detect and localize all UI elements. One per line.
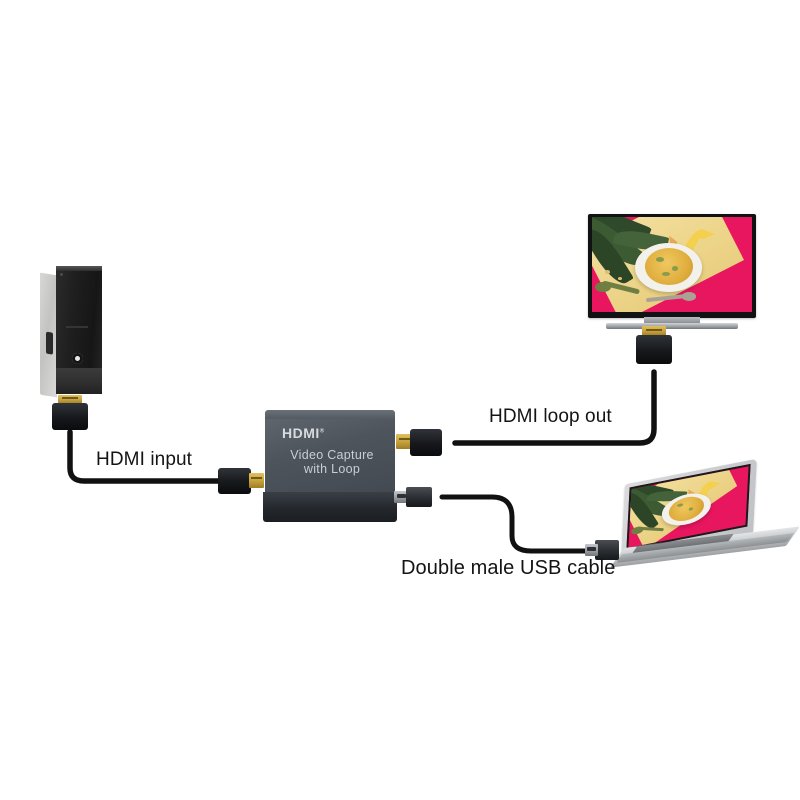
hdmi-plug-shell xyxy=(410,429,442,456)
hdmi-contact-slot xyxy=(646,329,662,331)
pc-front-lower-bay xyxy=(56,368,102,394)
hdmi-gold-contact xyxy=(58,395,82,404)
hdmi-plug-shell xyxy=(52,403,88,430)
hdmi-gold-contact xyxy=(396,434,412,449)
hdmi-plug-device-loopout[interactable] xyxy=(396,428,446,458)
device-front-face xyxy=(263,492,397,522)
label-hdmi-loop-out: HDMI loop out xyxy=(489,406,612,427)
hdmi-plug-shell xyxy=(218,468,251,494)
device-title: Video Capture with Loop xyxy=(278,448,386,476)
pc-tower xyxy=(40,264,102,398)
usb-contact-slot xyxy=(397,494,406,498)
hdmi-plug-pc[interactable] xyxy=(52,395,88,435)
pc-side-vent xyxy=(46,331,53,355)
hdmi-contact-slot xyxy=(251,477,262,479)
hdmi-registered-mark: ® xyxy=(319,428,325,435)
pc-side-panel xyxy=(40,272,57,398)
hdmi-contact-slot xyxy=(62,397,78,399)
hdmi-gold-contact xyxy=(642,326,666,336)
usb-plug-shell xyxy=(595,540,619,560)
usb-plug-laptop[interactable] xyxy=(585,540,619,560)
tv-screen xyxy=(592,217,752,312)
hdmi-plug-tv[interactable] xyxy=(636,326,672,372)
laptop xyxy=(609,458,800,568)
hdmi-plug-device-input[interactable] xyxy=(218,466,266,496)
screen-image-food-photo xyxy=(592,217,752,312)
hdmi-contact-slot xyxy=(399,438,410,440)
hdmi-plug-shell xyxy=(636,335,672,364)
label-usb-cable: Double male USB cable xyxy=(401,557,616,579)
hdmi-capture-device[interactable]: HDMI® Video Capture with Loop xyxy=(260,410,400,528)
usb-contact-slot xyxy=(587,547,596,551)
tv-stand-neck xyxy=(644,317,700,324)
pc-power-button[interactable] xyxy=(72,353,83,364)
pc-top-edge xyxy=(56,266,102,271)
usb-plug-shell xyxy=(406,487,432,507)
hdmi-gold-contact xyxy=(249,473,264,488)
device-title-line-1: Video Capture xyxy=(290,448,374,462)
pc-drive-slot xyxy=(66,326,88,328)
cable-usb xyxy=(439,494,592,554)
pc-status-led-icon xyxy=(60,273,63,276)
device-title-line-2: with Loop xyxy=(303,462,361,476)
tv-display xyxy=(588,214,756,336)
usb-plug-device[interactable] xyxy=(394,487,434,507)
label-hdmi-input: HDMI input xyxy=(96,449,193,470)
hdmi-brand-logo: HDMI® xyxy=(282,426,325,440)
device-body xyxy=(265,419,395,497)
tv-stand-base xyxy=(606,323,738,329)
hdmi-logo-text: HDMI xyxy=(282,425,320,441)
